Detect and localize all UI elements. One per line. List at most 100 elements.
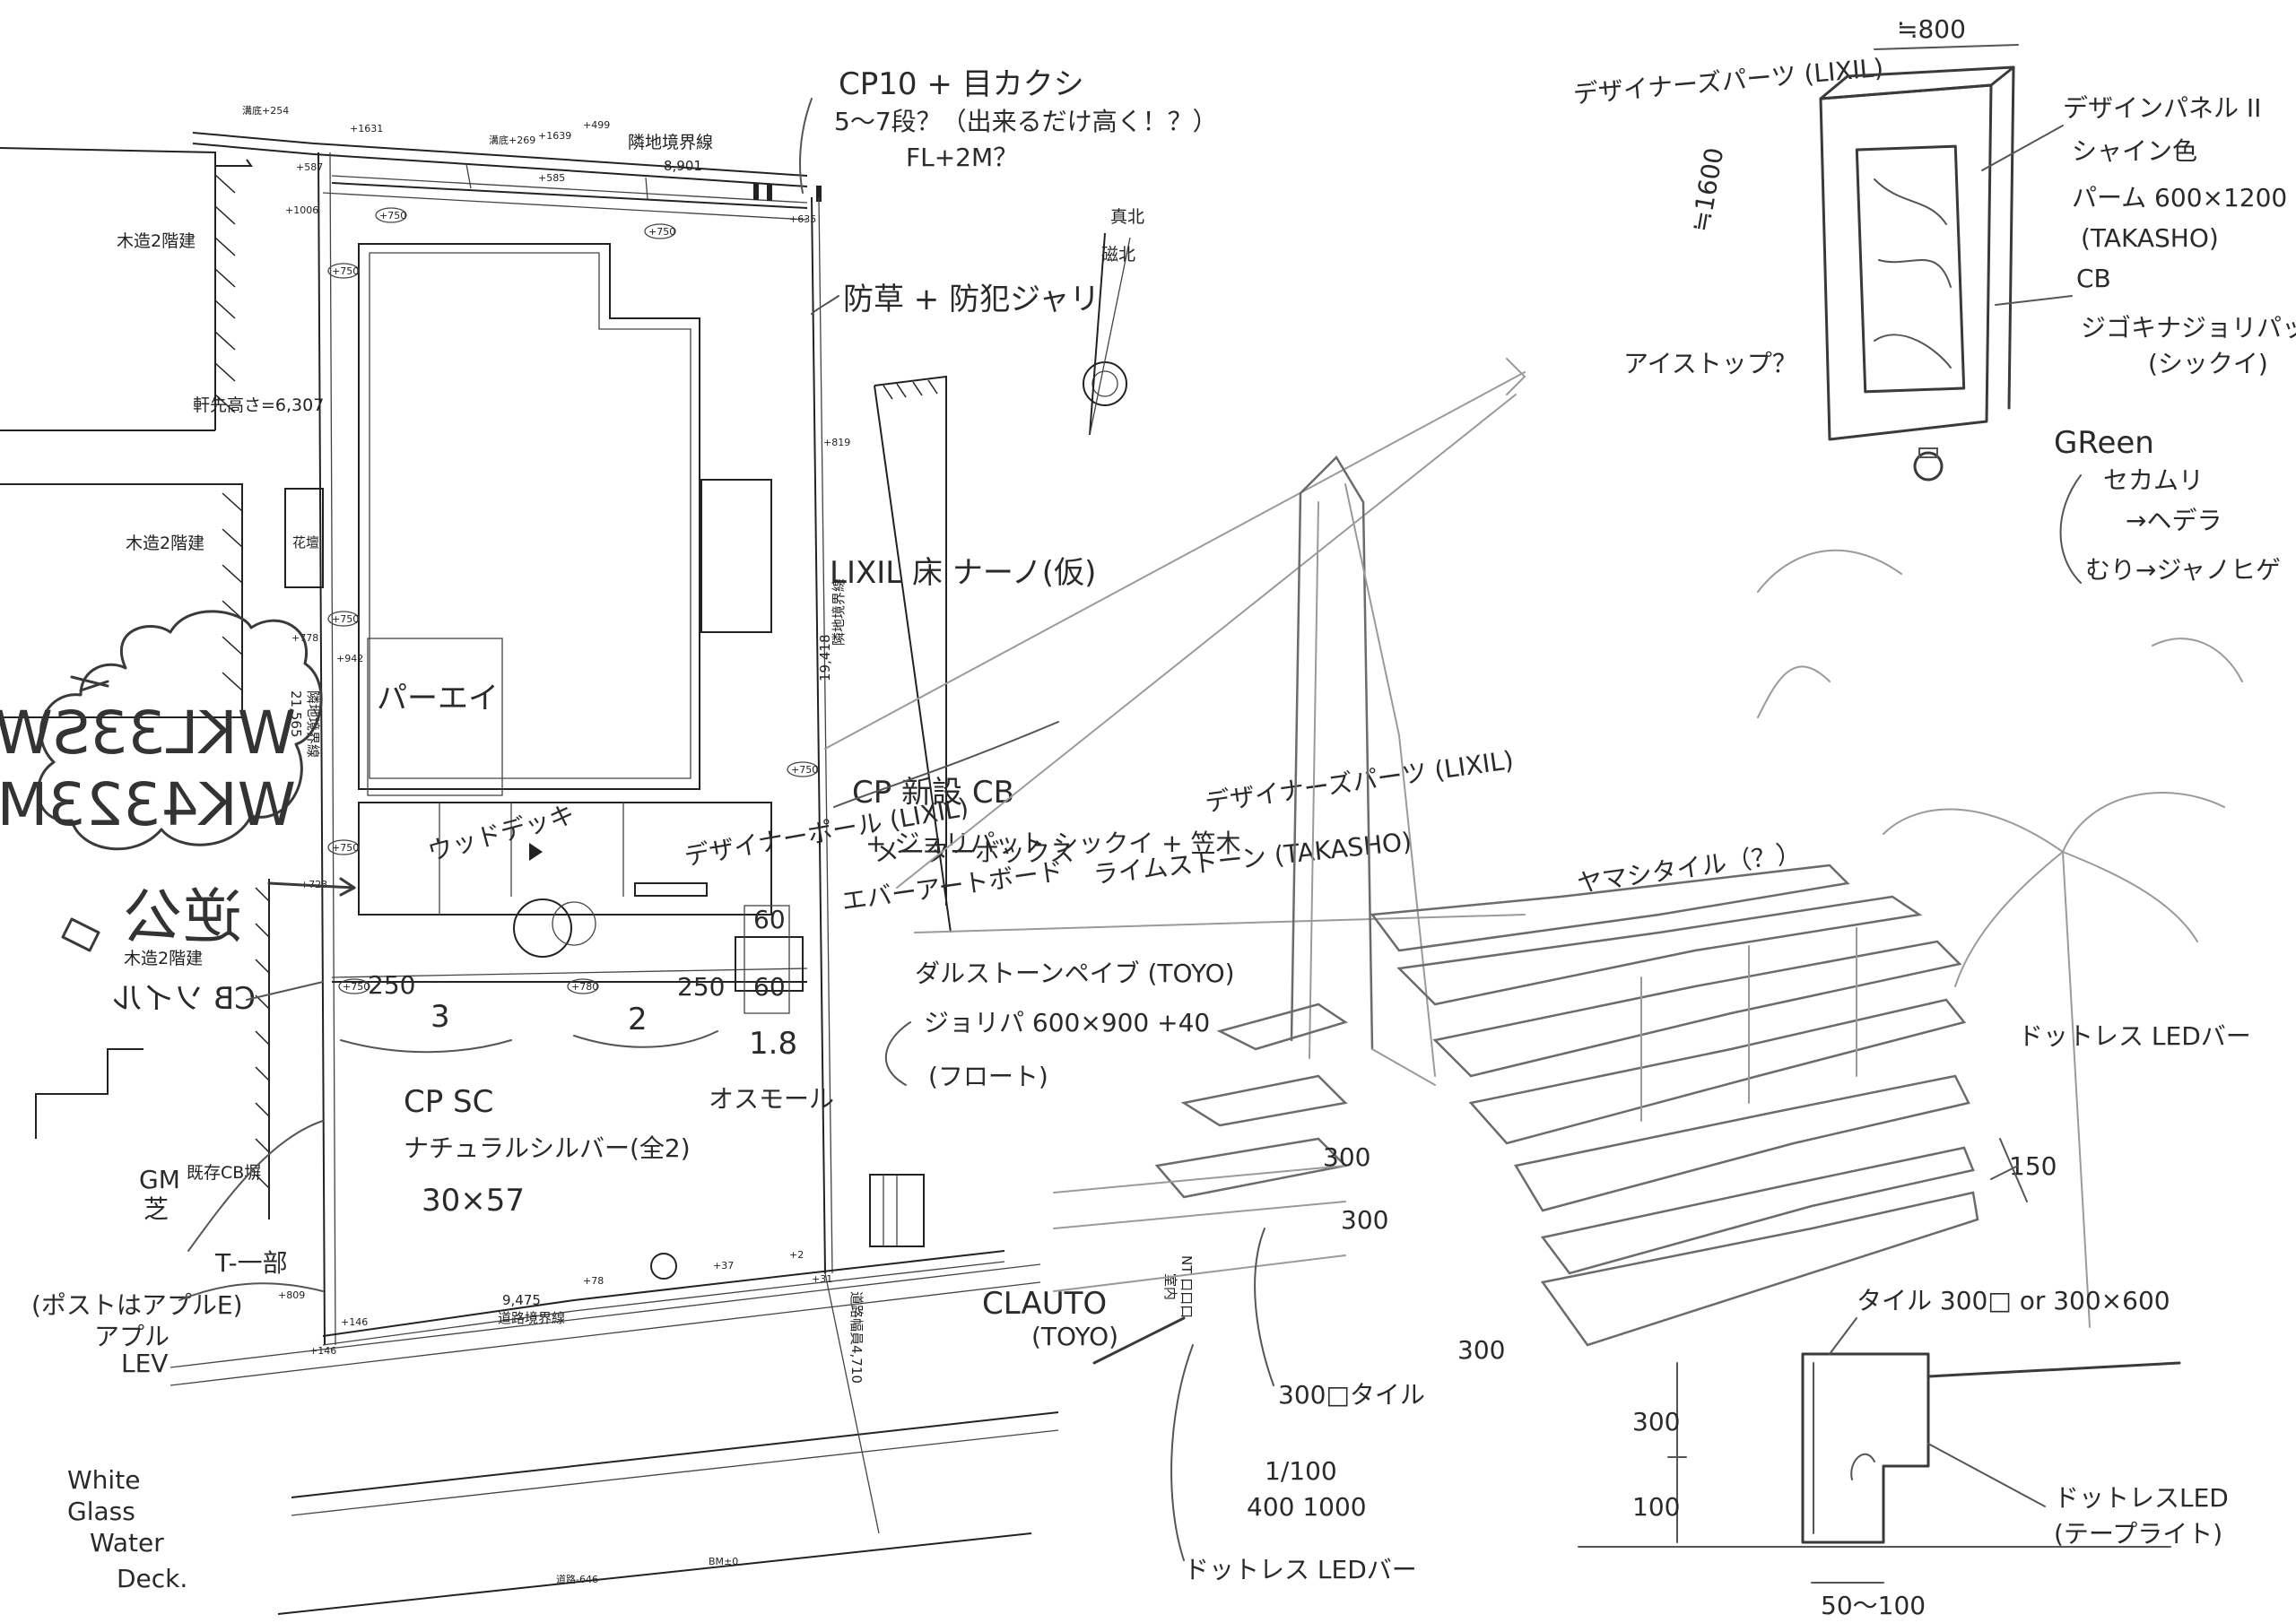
level-11: +750 [332,613,359,625]
left-boundary-length: 21,565 [288,690,304,738]
stamp-2: Glass [67,1497,135,1526]
left-boundary: 隣地境界線 21,565 [288,152,336,1346]
panel-title: デザイナーズパーツ (LIXIL) [1572,53,1885,109]
panel-note-2: シャイン色 [2072,136,2197,166]
led-bar-note-2: ドットレス LEDバー [1184,1555,1417,1584]
panel-height: ≒1600 [1685,145,1729,234]
level-14: +942 [336,653,363,664]
panel-note-3: パーム 600×1200 [2072,183,2287,213]
mailbox-note-2: アプル [94,1322,170,1351]
dim-2: 2 [628,1002,648,1037]
level-4: +585 [538,172,565,184]
top-note-1: CP10 + 目カクシ [839,66,1084,102]
step-300c: 300 [1457,1335,1505,1365]
design-parts-note: デザイナーズパーツ (LIXIL) [1203,745,1515,818]
level-17: +809 [278,1289,305,1301]
level-2: +499 [583,119,610,131]
gm-note-2: 芝 [144,1194,169,1224]
stamp-1: White [67,1465,140,1495]
panel-width: ≒800 [1897,14,1966,44]
level-25: +750 [343,981,370,993]
mailbox-note-3: LEV [121,1349,168,1378]
dim-1-8: 1.8 [749,1026,797,1062]
green-title: GReen [2054,425,2154,461]
stone-note-2: ジョリパ 600×900 +40 [924,1008,1210,1037]
level-18: +146 [309,1345,336,1357]
site-plan: 木造2階建 軒先高さ=6,307 木造2階建 花壇 [0,104,1144,1615]
step-detail: 300 100 タイル 300□ or 300×600 ドットレスLED (テー… [1578,1286,2229,1620]
lixil-note: LIXIL 床 ナーノ(仮) [830,555,1096,591]
mirror-text-1: WKL33SW [0,699,296,768]
gm-note-1: GM [139,1165,180,1194]
panel-note-5: ジゴキナジョリパット(アイボ) [2081,313,2296,343]
t-note: T-一部 [214,1248,288,1278]
nt-label-2: NT 口口口 [1178,1255,1195,1318]
level-24: +750 [791,764,818,776]
road-width-label: 道路幅員4,710 [848,1291,865,1384]
neighbor-label-1: 木造2階建 [117,231,196,251]
eave-height-label: 軒先高さ=6,307 [193,395,324,415]
detail-led-2: (テープライト) [2054,1519,2222,1549]
step-300b: 300 [1341,1205,1388,1235]
level-21: +37 [713,1260,734,1271]
ditch-label-1: 溝底+254 [242,104,289,117]
oshi-note: オスモール [709,1084,834,1114]
magnetic-north-label: 磁北 [1101,245,1135,265]
detail-300: 300 [1632,1407,1680,1436]
neighbor-building-2: 木造2階建 花壇 [0,483,324,718]
jolipa-note: + ジョリパット シックイ + 笠木 [865,829,1241,858]
right-boundary-label: 隣地境界線 [831,578,847,646]
right-boundary: 隣地境界線 19,418 [811,196,847,1274]
frac-1: 1/100 [1265,1456,1337,1486]
design-panel: デザイナーズパーツ (LIXIL) ≒800 ≒1600 アイストップ？ デザイ… [1572,14,2296,585]
meter-box-note: メーターボックス [874,838,1074,867]
existing-cb-label: 既存CB塀 [187,1163,261,1183]
step-300a: 300 [1323,1142,1370,1172]
level-20: +31 [812,1273,832,1285]
detail-100: 100 [1632,1492,1680,1522]
staircase [1370,864,1979,1347]
level-23: +750 [332,842,359,854]
left-handwritten-notes: CB ソイル GM 芝 T-一部 (ポストはアプルE) アプル LEV Whit… [31,981,324,1593]
panel-note-1: デザインパネル II [2063,93,2261,123]
level-19: +78 [583,1275,604,1287]
wood-deck-note: ウッドデッキ [424,799,578,866]
sc-note-1: CP SC [404,1084,493,1120]
ditch-label-2: 溝底+269 [489,134,535,146]
stone-note-3: (フロート) [928,1062,1048,1091]
sc-note-2: ナチュラルシルバー(全2) [404,1133,691,1163]
level-16: +146 [341,1316,368,1328]
flowerbed-label: 花壇 [292,534,319,551]
level-13: +778 [291,632,318,644]
level-12: +819 [823,437,850,448]
green-2: →ヘデラ [2126,506,2222,535]
right-boundary-length: 19,418 [817,635,833,682]
neighbor-label-3: 木造2階建 [124,949,203,968]
neighbor-building-1: 木造2階建 軒先高さ=6,307 [0,147,324,431]
parking-area [331,898,925,1280]
road-boundary-length: 9,475 [502,1292,541,1308]
level-3: +1639 [538,130,571,142]
right-neighbor-wall [874,375,952,933]
sc-note-3: 30×57 [422,1183,525,1219]
left-boundary-label: 隣地境界線 [305,690,321,758]
led-bar-note-1: ドットレス LEDバー [2018,1021,2251,1051]
palm-tree [1757,549,2243,1328]
top-note-3: FL+2M？ [906,143,1018,172]
benchmark-label: BM±0 [709,1556,738,1567]
clauto-label: CLAUTO [982,1286,1107,1322]
level-22: +2 [789,1249,804,1261]
dim-250a: 250 [368,970,415,1000]
level-9: +750 [648,226,675,238]
neighbor-building-3: 木造2階建 既存CB塀 [35,879,270,1219]
panel-note-cb: CB [2076,264,2111,293]
top-boundary-length: 8,901 [664,158,702,174]
level-7: +635 [789,213,816,225]
top-note-2: 5〜7段？（出来るだけ高く！？） [834,107,1218,136]
level-26: +780 [571,981,598,993]
green-3: むり→ジャノヒゲ [2085,555,2281,585]
panel-note-stop: アイストップ？ [1623,349,1797,378]
stamp-3: Water [90,1528,164,1558]
frac-2: 400 1000 [1247,1492,1367,1522]
